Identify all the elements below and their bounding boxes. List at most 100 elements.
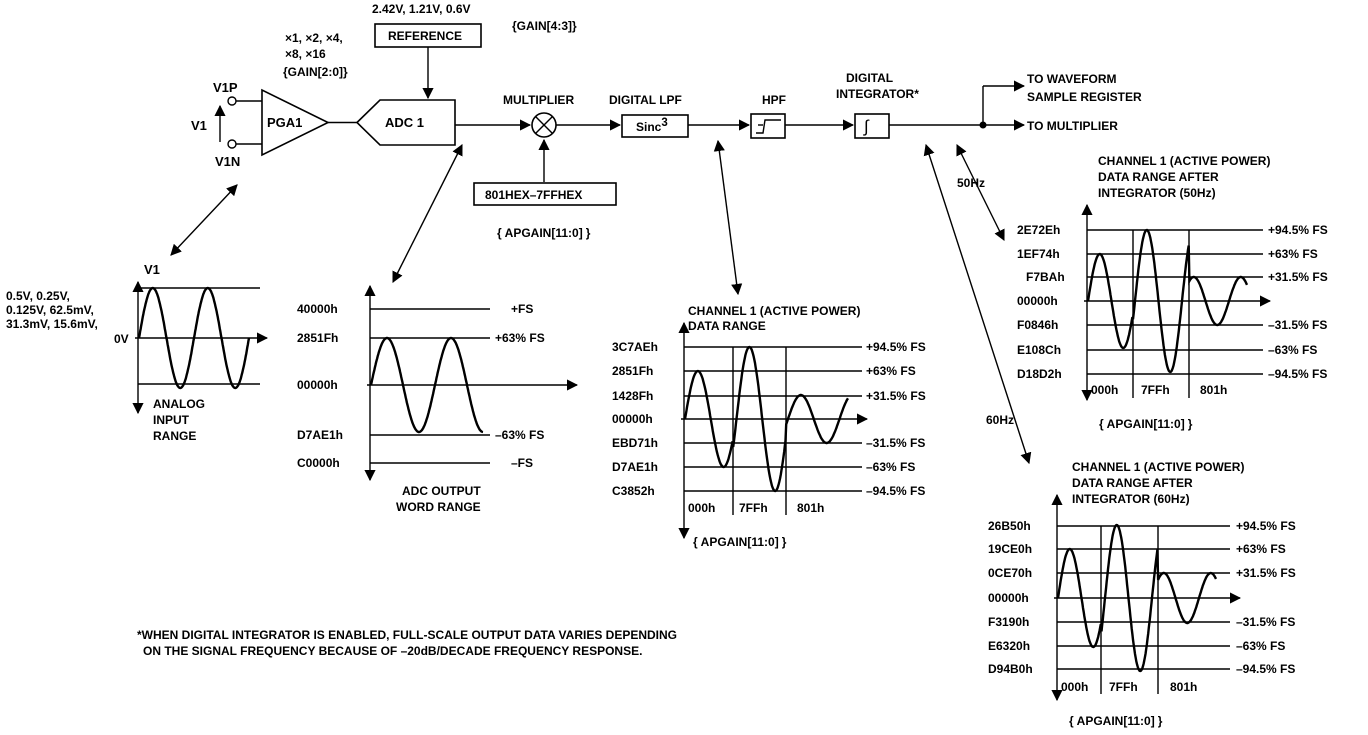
ch1-50-gain-000: 000h <box>1091 383 1118 397</box>
adc-caption-line2: WORD RANGE <box>396 500 481 514</box>
analog-caption-line1: ANALOG <box>153 397 205 411</box>
ch1-60-label-1: +63% FS <box>1236 542 1286 556</box>
analog-caption-line2: INPUT <box>153 413 190 427</box>
reference-voltages: 2.42V, 1.21V, 0.6V <box>372 2 471 16</box>
ch1-code-5: D7AE1h <box>612 460 658 474</box>
ch1-60-label-2: +31.5% FS <box>1236 566 1296 580</box>
input-terminals: V1P V1N V1 <box>191 80 262 169</box>
ch1-data-range-plot: CHANNEL 1 (ACTIVE POWER) DATA RANGE 3C7A… <box>612 304 926 549</box>
adc-code-zero: 00000h <box>297 378 338 392</box>
ch1-gain-000: 000h <box>688 501 715 515</box>
footnote-line1: *WHEN DIGITAL INTEGRATOR IS ENABLED, FUL… <box>137 628 677 642</box>
ch1-code-0: 3C7AEh <box>612 340 658 354</box>
ch1-60-gain-7ff: 7FFh <box>1109 680 1138 694</box>
ch1-50-title-line1: CHANNEL 1 (ACTIVE POWER) <box>1098 154 1270 168</box>
multiplier-label: MULTIPLIER <box>503 93 574 107</box>
ch1-60-waveform <box>1056 523 1218 673</box>
ch1-label-5: –94.5% FS <box>866 484 925 498</box>
apgain-range-box <box>473 182 617 206</box>
adc-label-negfs: –FS <box>511 456 533 470</box>
integrator-label-line2: INTEGRATOR* <box>836 87 919 101</box>
integral-icon: ∫ <box>863 117 870 136</box>
ch1-title-line2: DATA RANGE <box>688 319 766 333</box>
v1p-label: V1P <box>213 80 238 95</box>
footnote-line2: ON THE SIGNAL FREQUENCY BECAUSE OF –20dB… <box>143 644 642 658</box>
ch1-50-code-5: E108Ch <box>1017 343 1061 357</box>
ch1-integrator-50hz-plot: CHANNEL 1 (ACTIVE POWER) DATA RANGE AFTE… <box>1017 154 1328 431</box>
ch1-60-apgain-register: {APGAIN[11:0]} <box>1069 714 1163 728</box>
ch1-gain-7ff: 7FFh <box>739 501 768 515</box>
ch1-waveform <box>683 345 850 493</box>
hpf-block: HPF <box>750 93 786 139</box>
ch1-60-label-4: –63% FS <box>1236 639 1285 653</box>
v1p-terminal <box>227 96 237 106</box>
ch1-60-label-3: –31.5% FS <box>1236 615 1295 629</box>
ch1-code-3: 00000h <box>612 412 653 426</box>
hpf-label: HPF <box>762 93 786 107</box>
ch1-50-label-5: –94.5% FS <box>1268 367 1327 381</box>
to-multiplier-label: TO MULTIPLIER <box>1027 119 1118 133</box>
v1n-label: V1N <box>215 154 240 169</box>
analog-levels-line3: 31.3mV, 15.6mV, <box>6 317 98 331</box>
analog-axis-title: V1 <box>144 262 160 277</box>
adc-code-neg63: D7AE1h <box>297 428 343 442</box>
sinc-label: Sinc3 <box>636 117 668 134</box>
ch1-code-2: 1428Fh <box>612 389 653 403</box>
ch1-60-title-line1: CHANNEL 1 (ACTIVE POWER) <box>1072 460 1244 474</box>
ch1-50-gain-7ff: 7FFh <box>1141 383 1170 397</box>
ch1-60-gain-801: 801h <box>1170 680 1197 694</box>
adc-output-range-plot: 40000h 2851Fh 00000h D7AE1h C0000h +FS +… <box>297 284 579 514</box>
ch1-50-code-6: D18D2h <box>1017 367 1062 381</box>
multiplier-block: MULTIPLIER 801HEX–7FFHEX {APGAIN[11:0]} <box>473 93 617 240</box>
adc-code-fs: 40000h <box>297 302 338 316</box>
analog-sine-wave <box>137 286 251 390</box>
hpf-response-icon <box>756 119 781 134</box>
pga-block: PGA1 <box>261 88 357 157</box>
analog-levels-line1: 0.5V, 0.25V, <box>6 289 70 303</box>
integrator-label-line1: DIGITAL <box>846 71 893 85</box>
ch1-title-line1: CHANNEL 1 (ACTIVE POWER) <box>688 304 860 318</box>
gain-register-ref: {GAIN[4:3]} <box>512 19 577 33</box>
footnote: *WHEN DIGITAL INTEGRATOR IS ENABLED, FUL… <box>137 628 677 658</box>
ch1-code-4: EBD71h <box>612 436 658 450</box>
ch1-60-code-6: D94B0h <box>988 662 1033 676</box>
ch1-50-label-0: +94.5% FS <box>1268 223 1328 237</box>
ch1-apgain-register: {APGAIN[11:0]} <box>693 535 787 549</box>
freq-60-label: 60Hz <box>986 413 1014 427</box>
output-branches: TO WAVEFORM SAMPLE REGISTER TO MULTIPLIE… <box>889 72 1142 133</box>
ch1-label-1: +63% FS <box>866 364 916 378</box>
analog-zero-label: 0V <box>114 332 129 346</box>
analog-caption-line3: RANGE <box>153 429 196 443</box>
ch1-label-2: +31.5% FS <box>866 389 926 403</box>
adc-caption-line1: ADC OUTPUT <box>402 484 481 498</box>
apgain-range: 801HEX–7FFHEX <box>485 188 582 202</box>
to-waveform-line1: TO WAVEFORM <box>1027 72 1117 86</box>
pga-label: PGA1 <box>267 115 302 130</box>
ch1-50-code-0: 2E72Eh <box>1017 223 1060 237</box>
gain-options-line1: ×1, ×2, ×4, <box>285 31 343 45</box>
v1-label: V1 <box>191 118 207 133</box>
adc-block: ADC 1 <box>355 99 456 146</box>
ch1-60-title-line2: DATA RANGE AFTER <box>1072 476 1193 490</box>
analog-levels-line2: 0.125V, 62.5mV, <box>6 303 94 317</box>
adc-label-fs: +FS <box>511 302 533 316</box>
ch1-50-apgain-register: {APGAIN[11:0]} <box>1099 417 1193 431</box>
ch1-code-6: C3852h <box>612 484 655 498</box>
ch1-50-waveform <box>1086 228 1249 374</box>
ch1-code-1: 2851Fh <box>612 364 653 378</box>
freq-50-label: 50Hz <box>957 176 985 190</box>
ch1-50-code-3: 00000h <box>1017 294 1058 308</box>
ch1-60-code-1: 19CE0h <box>988 542 1032 556</box>
ch1-60-code-0: 26B50h <box>988 519 1031 533</box>
ch1-60-gain-000: 000h <box>1061 680 1088 694</box>
ch1-gain-801: 801h <box>797 501 824 515</box>
ch1-50-title-line2: DATA RANGE AFTER <box>1098 170 1219 184</box>
ch1-label-4: –63% FS <box>866 460 915 474</box>
ch1-60-title-line3: INTEGRATOR (60Hz) <box>1072 492 1190 506</box>
ch1-50-code-2: F7BAh <box>1026 270 1065 284</box>
ch1-50-title-line3: INTEGRATOR (50Hz) <box>1098 186 1216 200</box>
ch1-60-code-3: 00000h <box>988 591 1029 605</box>
ch1-50-label-3: –31.5% FS <box>1268 318 1327 332</box>
ch1-label-3: –31.5% FS <box>866 436 925 450</box>
